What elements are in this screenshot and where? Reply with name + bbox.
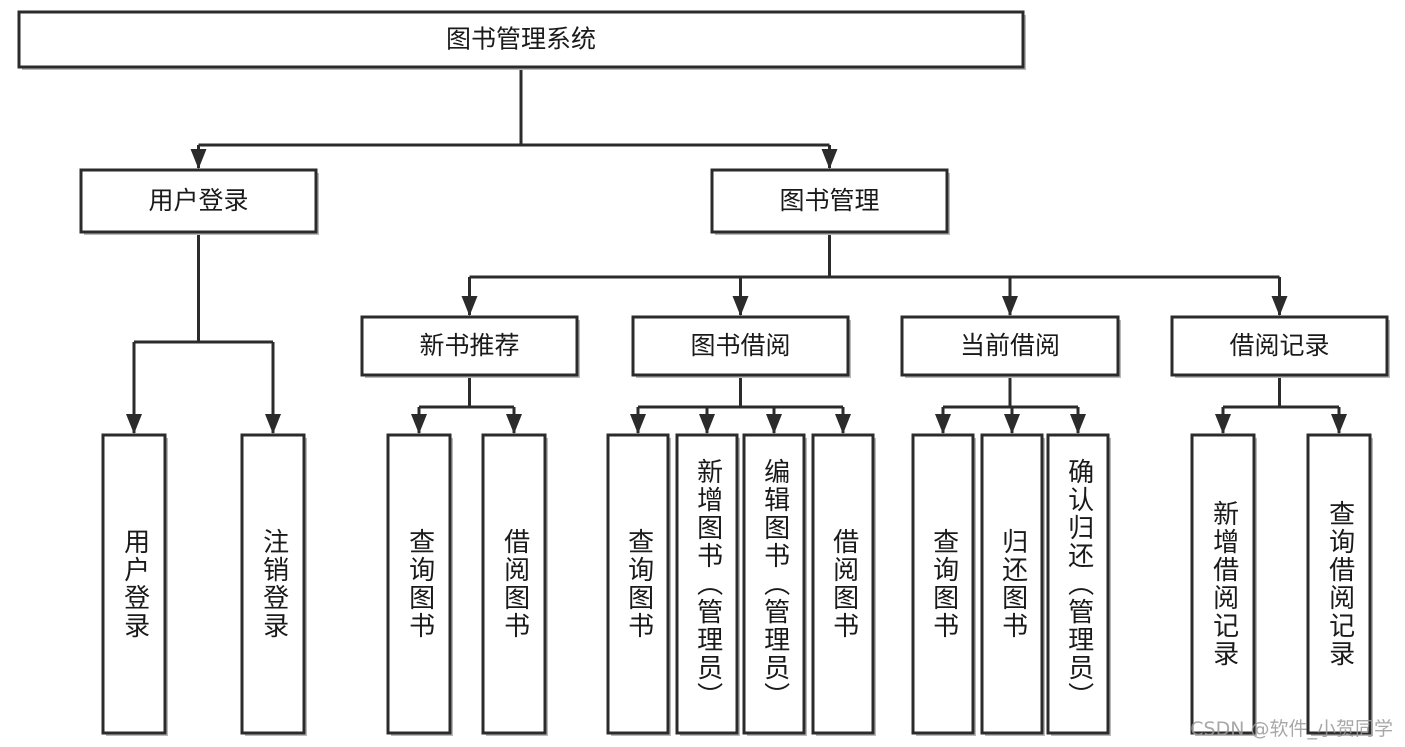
arrow-head bbox=[461, 296, 478, 316]
node-box-leaf-borrow-book-1[interactable] bbox=[481, 433, 547, 735]
arrow-head bbox=[835, 414, 851, 434]
node-box-new-book-recommend[interactable] bbox=[360, 315, 579, 377]
node-label-root: 图书管理系统 bbox=[446, 25, 596, 54]
node-box-leaf-logout[interactable] bbox=[240, 433, 306, 735]
node-label-user-login: 用户登录 bbox=[148, 186, 248, 215]
node-box-leaf-borrow-book-2[interactable] bbox=[811, 433, 875, 735]
arrow-head bbox=[1004, 414, 1020, 434]
arrow-head bbox=[732, 296, 749, 316]
node-label-new-book-recommend: 新书推荐 bbox=[419, 331, 519, 360]
arrow-head bbox=[1271, 296, 1288, 316]
boxes-layer bbox=[17, 10, 1390, 736]
node-box-leaf-query-book-2[interactable] bbox=[606, 433, 670, 735]
node-box-leaf-query-book-1[interactable] bbox=[386, 433, 452, 735]
node-box-root[interactable] bbox=[17, 10, 1025, 69]
arrow-head bbox=[506, 414, 522, 434]
arrow-head bbox=[411, 414, 427, 434]
node-label-book-borrow: 图书借阅 bbox=[690, 331, 790, 360]
arrow-head bbox=[126, 414, 142, 434]
node-box-leaf-query-book-3[interactable] bbox=[911, 433, 975, 735]
arrow-head bbox=[1331, 414, 1347, 434]
arrow-head bbox=[935, 414, 951, 434]
arrow-head bbox=[821, 149, 838, 169]
node-label-borrow-record: 借阅记录 bbox=[1229, 331, 1329, 360]
node-box-leaf-add-record[interactable] bbox=[1190, 433, 1256, 735]
node-box-leaf-user-login[interactable] bbox=[101, 433, 167, 735]
edges-layer bbox=[126, 67, 1347, 434]
watermark-text: CSDN @软件_小贺同学 bbox=[1190, 718, 1393, 740]
arrow-head bbox=[630, 414, 646, 434]
node-box-leaf-query-record[interactable] bbox=[1306, 433, 1372, 735]
arrow-head bbox=[1070, 414, 1086, 434]
arrow-head bbox=[190, 149, 207, 169]
node-label-book-manage: 图书管理 bbox=[779, 186, 879, 215]
arrow-head bbox=[1002, 296, 1018, 316]
arrow-head bbox=[1215, 414, 1231, 434]
node-box-leaf-edit-book[interactable] bbox=[742, 433, 806, 735]
node-box-borrow-record[interactable] bbox=[1170, 315, 1389, 377]
node-box-leaf-add-book[interactable] bbox=[675, 433, 739, 735]
node-box-book-borrow[interactable] bbox=[631, 315, 850, 377]
node-label-current-borrow: 当前借阅 bbox=[960, 331, 1060, 360]
node-box-book-manage[interactable] bbox=[710, 168, 949, 234]
arrow-head bbox=[699, 414, 715, 434]
arrow-head bbox=[265, 414, 281, 434]
node-box-user-login[interactable] bbox=[79, 168, 318, 234]
node-box-leaf-confirm-return[interactable] bbox=[1046, 433, 1110, 735]
node-box-current-borrow[interactable] bbox=[900, 315, 1120, 377]
arrow-head bbox=[766, 414, 782, 434]
node-box-leaf-return-book[interactable] bbox=[980, 433, 1044, 735]
